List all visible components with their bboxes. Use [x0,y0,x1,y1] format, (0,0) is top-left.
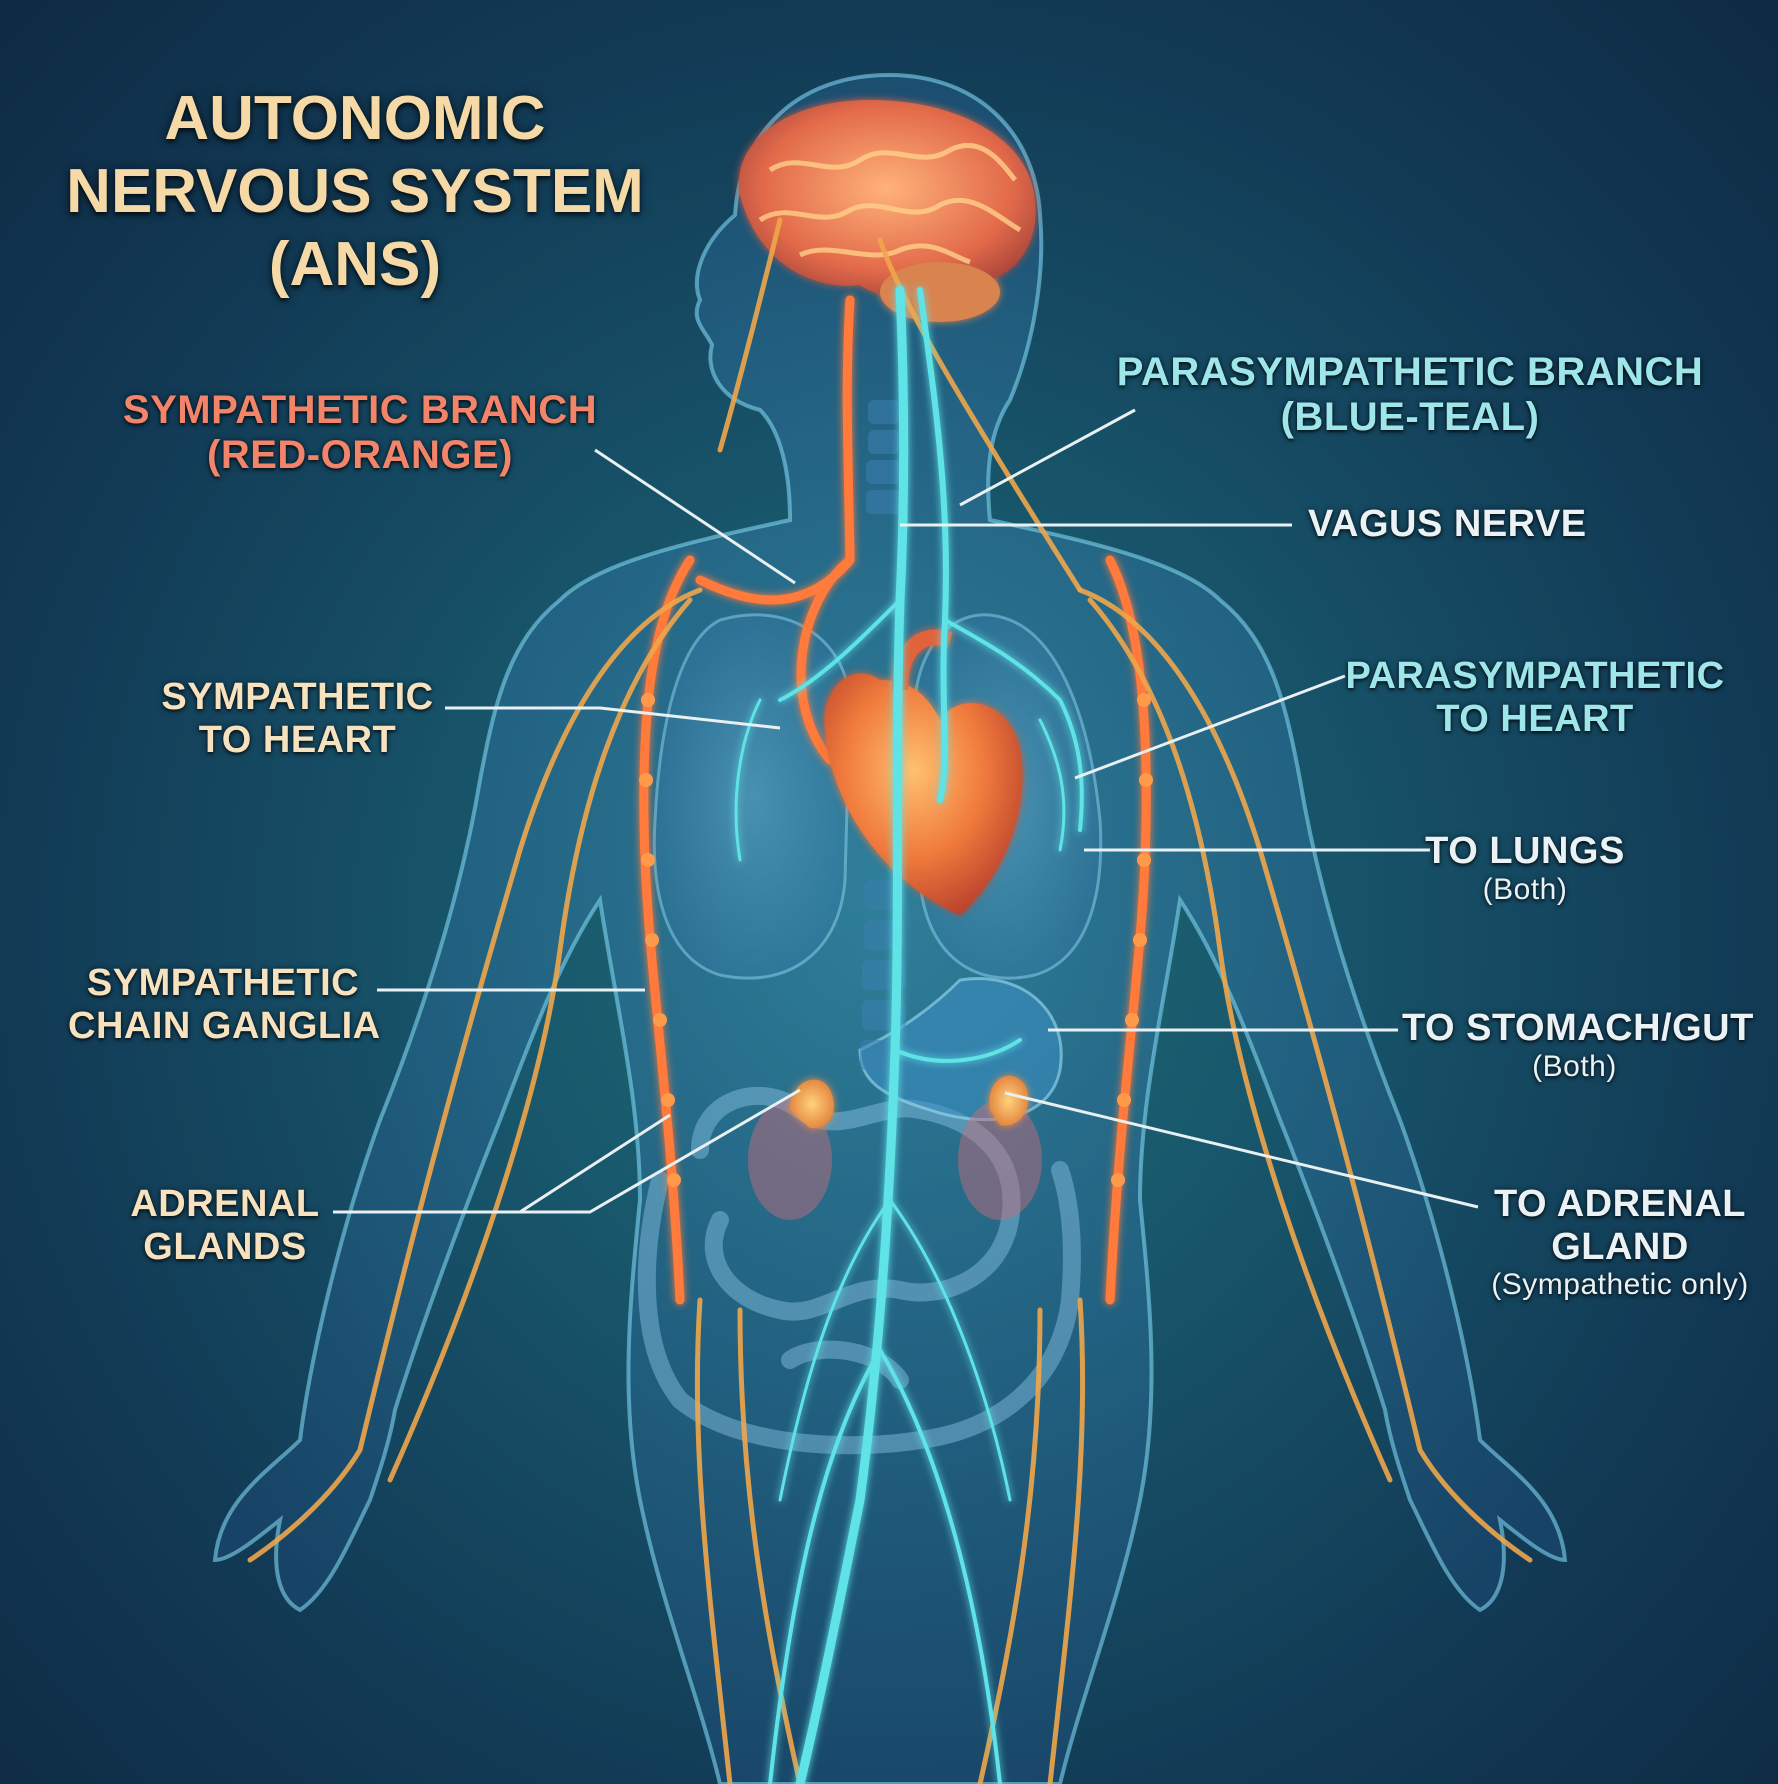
label-line: SYMPATHETIC [86,962,360,1004]
label-line: TO ADRENAL [1494,1183,1746,1225]
label-line: GLAND [1551,1225,1689,1268]
label-adrenal-glands: ADRENAL GLANDS [120,1183,330,1268]
label-line: TO LUNGS [1425,830,1625,872]
parasympathetic-nerves [734,285,1084,1784]
label-to-stomach-gut: TO STOMACH/GUT (Both) [1402,1007,1754,1083]
label-line: (RED-ORANGE) [207,432,513,477]
label-line: TO STOMACH/GUT [1402,1007,1754,1049]
label-line: SYMPATHETIC BRANCH [122,388,598,432]
title-line-2: NERVOUS SYSTEM [66,157,644,227]
label-line: PARASYMPATHETIC BRANCH [1116,350,1704,394]
label-line: SYMPATHETIC [161,676,434,718]
label-note: (Both) [1482,872,1568,906]
label-line: ADRENAL [130,1183,320,1225]
kidneys [748,1100,1042,1220]
label-line: PARASYMPATHETIC [1345,655,1725,697]
label-line: GLANDS [143,1225,307,1268]
label-sympathetic-chain-ganglia: SYMPATHETIC CHAIN GANGLIA [68,962,381,1047]
title-line-1: AUTONOMIC [164,84,546,153]
label-line: TO HEART [198,718,397,761]
title-line-3: (ANS) [268,230,442,300]
label-to-lungs: TO LUNGS (Both) [1420,830,1630,906]
label-note: (Both) [1532,1049,1617,1083]
label-vagus-nerve: VAGUS NERVE [1308,503,1587,546]
label-note: (Sympathetic only) [1491,1268,1749,1302]
label-parasympathetic-branch: PARASYMPATHETIC BRANCH (BLUE-TEAL) [1115,350,1705,440]
leader-lines [333,408,1479,1214]
diagram-title: AUTONOMIC NERVOUS SYSTEM (ANS) [60,82,650,301]
label-line: TO HEART [1436,697,1634,740]
adrenal-glands-drawing [790,1075,1029,1129]
label-parasympathetic-to-heart: PARASYMPATHETIC TO HEART [1345,655,1725,740]
label-to-adrenal-gland: TO ADRENAL GLAND (Sympathetic only) [1470,1183,1770,1302]
label-sympathetic-branch: SYMPATHETIC BRANCH (RED-ORANGE) [115,388,605,478]
label-line: (BLUE-TEAL) [1280,394,1540,439]
sympathetic-nerves [247,217,1533,1784]
label-sympathetic-to-heart: SYMPATHETIC TO HEART [155,676,440,761]
label-line: CHAIN GANGLIA [68,1004,381,1047]
label-line: VAGUS NERVE [1308,503,1587,545]
